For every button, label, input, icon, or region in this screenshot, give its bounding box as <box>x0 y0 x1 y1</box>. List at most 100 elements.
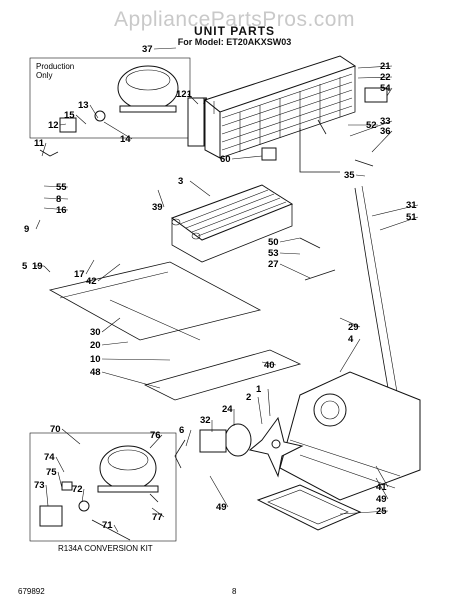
leader-line <box>349 120 393 137</box>
callout-15: 15 <box>64 110 75 121</box>
leader-line <box>339 317 361 328</box>
leader-line <box>357 65 393 69</box>
footer-page: 8 <box>232 587 237 596</box>
footer-left: 679892 <box>18 587 45 596</box>
leader-line <box>189 180 211 197</box>
callout-7: 7 <box>202 96 207 107</box>
leader-line <box>103 121 133 140</box>
leader-line <box>379 216 419 231</box>
callout-70: 70 <box>50 424 61 435</box>
callout-75: 75 <box>46 467 57 478</box>
leader-line <box>231 155 263 160</box>
leader-line <box>101 358 171 361</box>
leader-line <box>151 507 165 518</box>
leader-line <box>35 219 41 230</box>
callout-20: 20 <box>90 340 101 351</box>
callout-71: 71 <box>102 520 113 531</box>
callout-2: 2 <box>246 392 251 403</box>
callout-22: 22 <box>380 72 391 83</box>
leader-line <box>45 484 49 507</box>
condenser-fan-assembly <box>174 416 304 478</box>
callout-40: 40 <box>264 360 275 371</box>
callout-35: 35 <box>344 170 355 181</box>
leader-line <box>371 204 419 217</box>
callout-27: 27 <box>268 259 279 270</box>
callout-77: 77 <box>152 512 163 523</box>
leader-line <box>371 130 393 153</box>
callout-60: 60 <box>220 154 231 165</box>
callout-36: 36 <box>380 126 391 137</box>
callout-31: 31 <box>406 200 417 211</box>
callout-3: 3 <box>178 176 183 187</box>
leader-line <box>41 142 47 157</box>
callout-10: 10 <box>90 354 101 365</box>
leader-line <box>59 123 67 126</box>
callout-13: 13 <box>78 100 89 111</box>
compressor-kit <box>99 445 157 491</box>
callout-37: 37 <box>142 44 153 55</box>
callout-48: 48 <box>90 367 101 378</box>
evaporator <box>170 184 294 263</box>
conversion-kit-box: R134A CONVERSION KIT <box>29 432 177 553</box>
callout-50: 50 <box>268 237 279 248</box>
leader-line <box>81 488 85 503</box>
condenser <box>187 55 357 159</box>
compressor-production <box>117 65 179 111</box>
callout-30: 30 <box>90 327 101 338</box>
callout-12: 12 <box>48 120 59 131</box>
leader-line <box>43 197 69 200</box>
callout-21: 21 <box>380 61 391 72</box>
callout-19: 19 <box>32 261 43 272</box>
leader-line <box>279 237 301 243</box>
leader-line <box>267 388 271 417</box>
callout-121: 121 <box>176 89 193 100</box>
leader-line <box>153 47 177 50</box>
leader-line <box>43 207 69 211</box>
callout-6: 6 <box>179 425 184 436</box>
callout-25: 25 <box>376 506 387 517</box>
leader-line <box>113 524 119 533</box>
leader-line <box>101 317 121 333</box>
leader-line <box>339 510 389 515</box>
leader-line <box>43 185 69 188</box>
leader-line <box>85 259 95 275</box>
leader-line <box>185 429 192 447</box>
leader-line <box>57 471 63 489</box>
leader-line <box>257 396 263 425</box>
callout-39: 39 <box>152 202 163 213</box>
leader-line <box>101 371 161 389</box>
callout-17: 17 <box>74 269 85 280</box>
production-label-line2: Only <box>36 71 52 80</box>
production-label-line1: Production <box>36 62 74 71</box>
leader-line <box>339 338 361 373</box>
leader-line <box>355 174 366 177</box>
callout-11: 11 <box>34 138 45 149</box>
leader-line <box>375 465 389 488</box>
part-54 <box>364 87 388 103</box>
callout-42: 42 <box>86 276 97 287</box>
diagram-title: UNIT PARTS <box>193 24 276 38</box>
callout-9: 9 <box>24 224 29 235</box>
callout-4: 4 <box>348 334 354 345</box>
callout-72: 72 <box>72 484 83 495</box>
callout-24: 24 <box>222 404 233 415</box>
watermark: AppliancePartsPros.com <box>114 8 355 31</box>
model-line: For Model: ET20AKXSW03 <box>177 37 292 47</box>
production-only-box: Production Only <box>29 57 191 157</box>
callout-53: 53 <box>268 248 279 259</box>
callout-29: 29 <box>348 322 359 333</box>
callout-76: 76 <box>150 430 161 441</box>
kit-label: R134A CONVERSION KIT <box>58 544 153 553</box>
leader-line <box>386 87 393 97</box>
callout-73: 73 <box>34 480 45 491</box>
leader-line <box>101 341 129 346</box>
leader-line <box>157 189 165 208</box>
relay-kit <box>39 505 63 527</box>
callout-74: 74 <box>44 452 55 463</box>
leader-line <box>209 475 229 508</box>
callout-32: 32 <box>200 415 211 426</box>
callout-49: 49 <box>216 502 227 513</box>
leader-line <box>187 93 199 105</box>
